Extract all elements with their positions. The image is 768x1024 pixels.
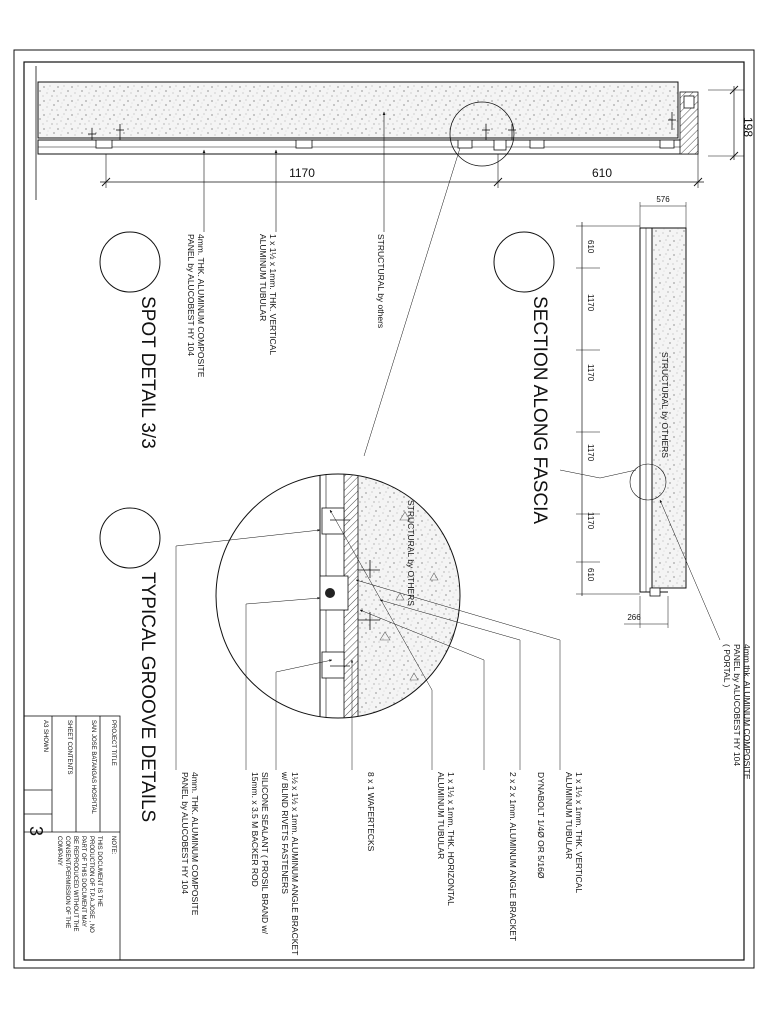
svg-text:PANEL by ALUCOBEST HY 104: PANEL by ALUCOBEST HY 104: [180, 772, 190, 894]
svg-text:1 x 1½ x 1mm. THK. HORIZONTAL: 1 x 1½ x 1mm. THK. HORIZONTAL: [446, 772, 456, 906]
spot-callout-structural: STRUCTURAL by others: [376, 234, 386, 328]
svg-text:DYNABOLT 1/4Ø OR 5/16Ø: DYNABOLT 1/4Ø OR 5/16Ø: [536, 772, 546, 879]
spot-detail-marker-circle: [449, 101, 515, 167]
portal-callout: 4mm.thk. ALUMINUM COMPOSITE PANEL by ALU…: [722, 644, 752, 780]
dimension-height: 198: [741, 117, 755, 137]
groove-callout-angle-bracket-rivets: 1½ x 1½ x 1mm. ALUMINUM ANGLE BRACKET w/…: [280, 771, 300, 955]
groove-callout-vertical-tubular: 1 x 1½ x 1mm. THK. VERTICAL ALUMINUM TUB…: [564, 772, 584, 893]
svg-text:THIS DOCUMENT IS THE: THIS DOCUMENT IS THE: [96, 836, 102, 907]
section-width-bottom: 266: [627, 613, 641, 622]
spot-detail-leaders: [202, 111, 461, 457]
structural-slab: [37, 81, 679, 139]
sheet-contents-label: SHEET CONTENTS: [66, 720, 72, 775]
svg-text:PANEL by ALUCOBEST HY 104: PANEL by ALUCOBEST HY 104: [732, 644, 742, 766]
groove-detail-circle: STRUCTURAL by OTHERS: [215, 473, 461, 719]
project-name: SAN JOSE BATANGAS HOSPITAL: [90, 720, 96, 815]
note-text: THIS DOCUMENT IS THE PRODUCTION OF T.P.A…: [56, 836, 102, 933]
svg-text:ALUMINUM TUBULAR: ALUMINUM TUBULAR: [436, 772, 446, 859]
section-span-2: 1170: [586, 294, 595, 312]
svg-text:4mm. THK. ALUMINUM COMPOSITE: 4mm. THK. ALUMINUM COMPOSITE: [196, 234, 206, 378]
scale-value: A3 SHOWN: [42, 720, 48, 752]
section-width-top: 576: [656, 195, 670, 204]
groove-detail-leaders: [175, 509, 561, 770]
svg-text:( PORTAL ): ( PORTAL ): [722, 644, 732, 687]
dimension-left-span: 1170: [289, 166, 315, 180]
section-span-3: 1170: [586, 364, 595, 382]
spot-callout-acp-panel: 4mm. THK. ALUMINUM COMPOSITE PANEL by AL…: [186, 234, 206, 378]
svg-text:4mm.thk. ALUMINUM COMPOSITE: 4mm.thk. ALUMINUM COMPOSITE: [742, 644, 752, 780]
sheet-inner-border: [23, 61, 745, 961]
svg-text:1½ x 1½ x 1mm. ALUMINUM ANGLE: 1½ x 1½ x 1mm. ALUMINUM ANGLE BRACKET: [290, 772, 300, 955]
typical-groove-details-title: TYPICAL GROOVE DETAILS: [137, 572, 158, 822]
svg-text:8 x 1 WAFERTECKS: 8 x 1 WAFERTECKS: [366, 772, 376, 852]
title-block: [23, 715, 121, 961]
svg-text:PRODUCTION OF T.P.A.JOSE , NO: PRODUCTION OF T.P.A.JOSE , NO: [88, 836, 94, 933]
section-span-6: 610: [586, 568, 595, 582]
svg-text:PANEL by ALUCOBEST HY 104: PANEL by ALUCOBEST HY 104: [186, 234, 196, 356]
spot-callout-vertical-tubular: 1 x 1½ x 1mm. THK. VERTICAL ALUMINUM TUB…: [258, 234, 278, 355]
section-along-fascia-title: SECTION ALONG FASCIA: [529, 296, 550, 524]
svg-text:w/ BLIND RIVETS FASTENERS: w/ BLIND RIVETS FASTENERS: [280, 771, 290, 894]
sheet-number: 3: [26, 826, 46, 836]
section-structural-label: STRUCTURAL by OTHERS: [660, 352, 670, 458]
spot-detail-title-circle: [99, 231, 161, 293]
groove-callout-acp-panel: 4mm. THK. ALUMINUM COMPOSITE PANEL by AL…: [180, 772, 200, 916]
svg-text:STRUCTURAL by others: STRUCTURAL by others: [376, 234, 386, 328]
section-along-fascia: STRUCTURAL by OTHERS 576 266 610 1170 11…: [559, 195, 721, 641]
svg-text:2 x 2 x 1mm. ALUMINUM ANGLE BR: 2 x 2 x 1mm. ALUMINUM ANGLE BRACKET: [508, 772, 518, 941]
svg-text:COMPANY: COMPANY: [56, 836, 62, 866]
svg-text:PART OF THIS DOCUMENT MAY: PART OF THIS DOCUMENT MAY: [80, 836, 86, 927]
svg-text:CONSENT/PERMISSION OF THE: CONSENT/PERMISSION OF THE: [64, 836, 70, 928]
section-span-4: 1170: [586, 444, 595, 462]
project-title-label: PROJECT TITLE: [110, 720, 116, 766]
note-label: NOTE:: [110, 836, 116, 855]
section-title-circle: [493, 231, 555, 293]
svg-text:1 x 1½ x 1mm. THK. VERTICAL: 1 x 1½ x 1mm. THK. VERTICAL: [574, 772, 584, 893]
dimension-right-span: 610: [592, 166, 612, 180]
spot-detail-title: SPOT DETAIL 3/3: [137, 296, 158, 449]
svg-text:ALUMINUM TUBULAR: ALUMINUM TUBULAR: [258, 234, 268, 321]
svg-text:SILICONE SEALANT ( PROSIL BRA: SILICONE SEALANT ( PROSIL BRAND w/: [260, 772, 270, 935]
groove-callout-horizontal-tubular: 1 x 1½ x 1mm. THK. HORIZONTAL ALUMINUM T…: [436, 772, 456, 906]
groove-callout-angle-bracket: 2 x 2 x 1mm. ALUMINUM ANGLE BRACKET: [508, 772, 518, 941]
section-span-1: 610: [586, 240, 595, 254]
groove-callout-wafertecks: 8 x 1 WAFERTECKS: [366, 772, 376, 852]
spot-detail-strip: 198 1170 610: [35, 66, 755, 200]
svg-text:1 x 1½ x 1mm. THK. VERTICAL: 1 x 1½ x 1mm. THK. VERTICAL: [268, 234, 278, 355]
section-span-5: 1170: [586, 512, 595, 530]
svg-text:15mm. x 3.5 M BACKER ROD: 15mm. x 3.5 M BACKER ROD: [250, 772, 260, 887]
svg-text:4mm. THK. ALUMINUM COMPOSITE: 4mm. THK. ALUMINUM COMPOSITE: [190, 772, 200, 916]
fascia-detail-marker: [629, 463, 667, 501]
svg-text:BE REPRODUCED WITHOUT THE: BE REPRODUCED WITHOUT THE: [72, 836, 78, 931]
fascia-structural-fill: [651, 227, 687, 589]
groove-structural-label: STRUCTURAL by OTHERS: [406, 500, 416, 606]
groove-callout-dynabolt: DYNABOLT 1/4Ø OR 5/16Ø: [536, 772, 546, 879]
groove-title-circle: [99, 507, 161, 569]
svg-text:ALUMINUM TUBULAR: ALUMINUM TUBULAR: [564, 772, 574, 859]
groove-callout-silicone-sealant: SILICONE SEALANT ( PROSIL BRAND w/ 15mm.…: [250, 772, 270, 935]
sheet-outer-border: [13, 49, 755, 969]
